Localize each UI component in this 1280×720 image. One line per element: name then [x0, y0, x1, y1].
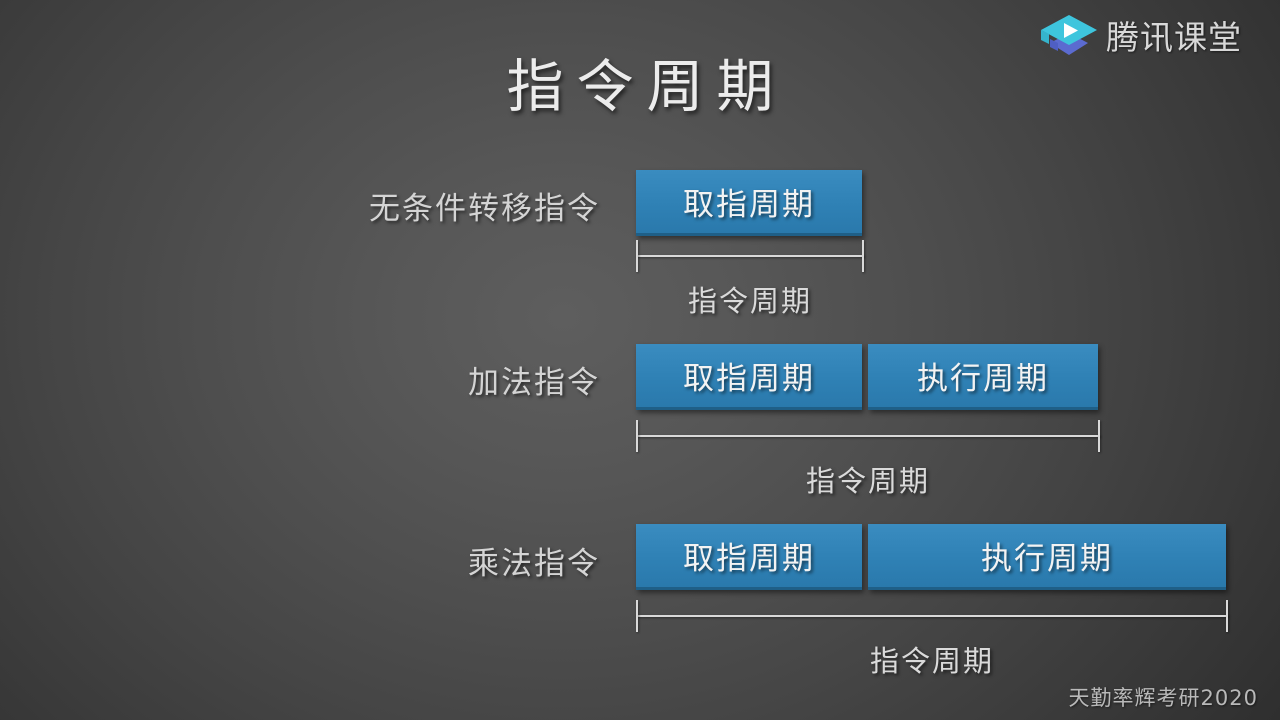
segment-fetch-cycle-row3: 取指周期	[636, 524, 862, 590]
bracket-instruction-cycle-row2	[636, 420, 1100, 452]
bracket-tick-right	[1226, 600, 1228, 632]
bracket-bar	[636, 255, 864, 257]
bracket-bar	[636, 435, 1100, 437]
brand-logo-text: 腾讯课堂	[1106, 17, 1242, 57]
bracket-bar	[636, 615, 1228, 617]
bracket-label-row1: 指令周期	[687, 284, 812, 318]
bracket-tick-left	[636, 420, 638, 452]
bracket-tick-left	[636, 600, 638, 632]
row-label-unconditional-jump: 无条件转移指令	[369, 191, 600, 227]
segment-label: 取指周期	[683, 187, 815, 223]
segment-label: 取指周期	[683, 541, 815, 577]
brand-logo: 腾讯课堂	[1038, 12, 1242, 62]
segment-fetch-cycle-row1: 取指周期	[636, 170, 862, 236]
row-label-addition: 加法指令	[468, 365, 600, 401]
segment-label: 执行周期	[981, 541, 1113, 577]
row-label-multiplication: 乘法指令	[468, 546, 600, 582]
bracket-instruction-cycle-row1	[636, 240, 864, 272]
bracket-tick-left	[636, 240, 638, 272]
segment-label: 执行周期	[917, 361, 1049, 397]
bracket-label-row2: 指令周期	[805, 464, 930, 498]
bracket-label-row3: 指令周期	[869, 644, 994, 678]
segment-label: 取指周期	[683, 361, 815, 397]
graduation-cap-play-icon	[1041, 15, 1097, 55]
bracket-tick-right	[1098, 420, 1100, 452]
bracket-instruction-cycle-row3	[636, 600, 1228, 632]
segment-execute-cycle-row3: 执行周期	[868, 524, 1226, 590]
footer-watermark: 天勤率辉考研2020	[1068, 686, 1258, 710]
segment-fetch-cycle-row2: 取指周期	[636, 344, 862, 410]
bracket-tick-right	[862, 240, 864, 272]
segment-execute-cycle-row2: 执行周期	[868, 344, 1098, 410]
page-title: 指令周期	[506, 54, 787, 120]
